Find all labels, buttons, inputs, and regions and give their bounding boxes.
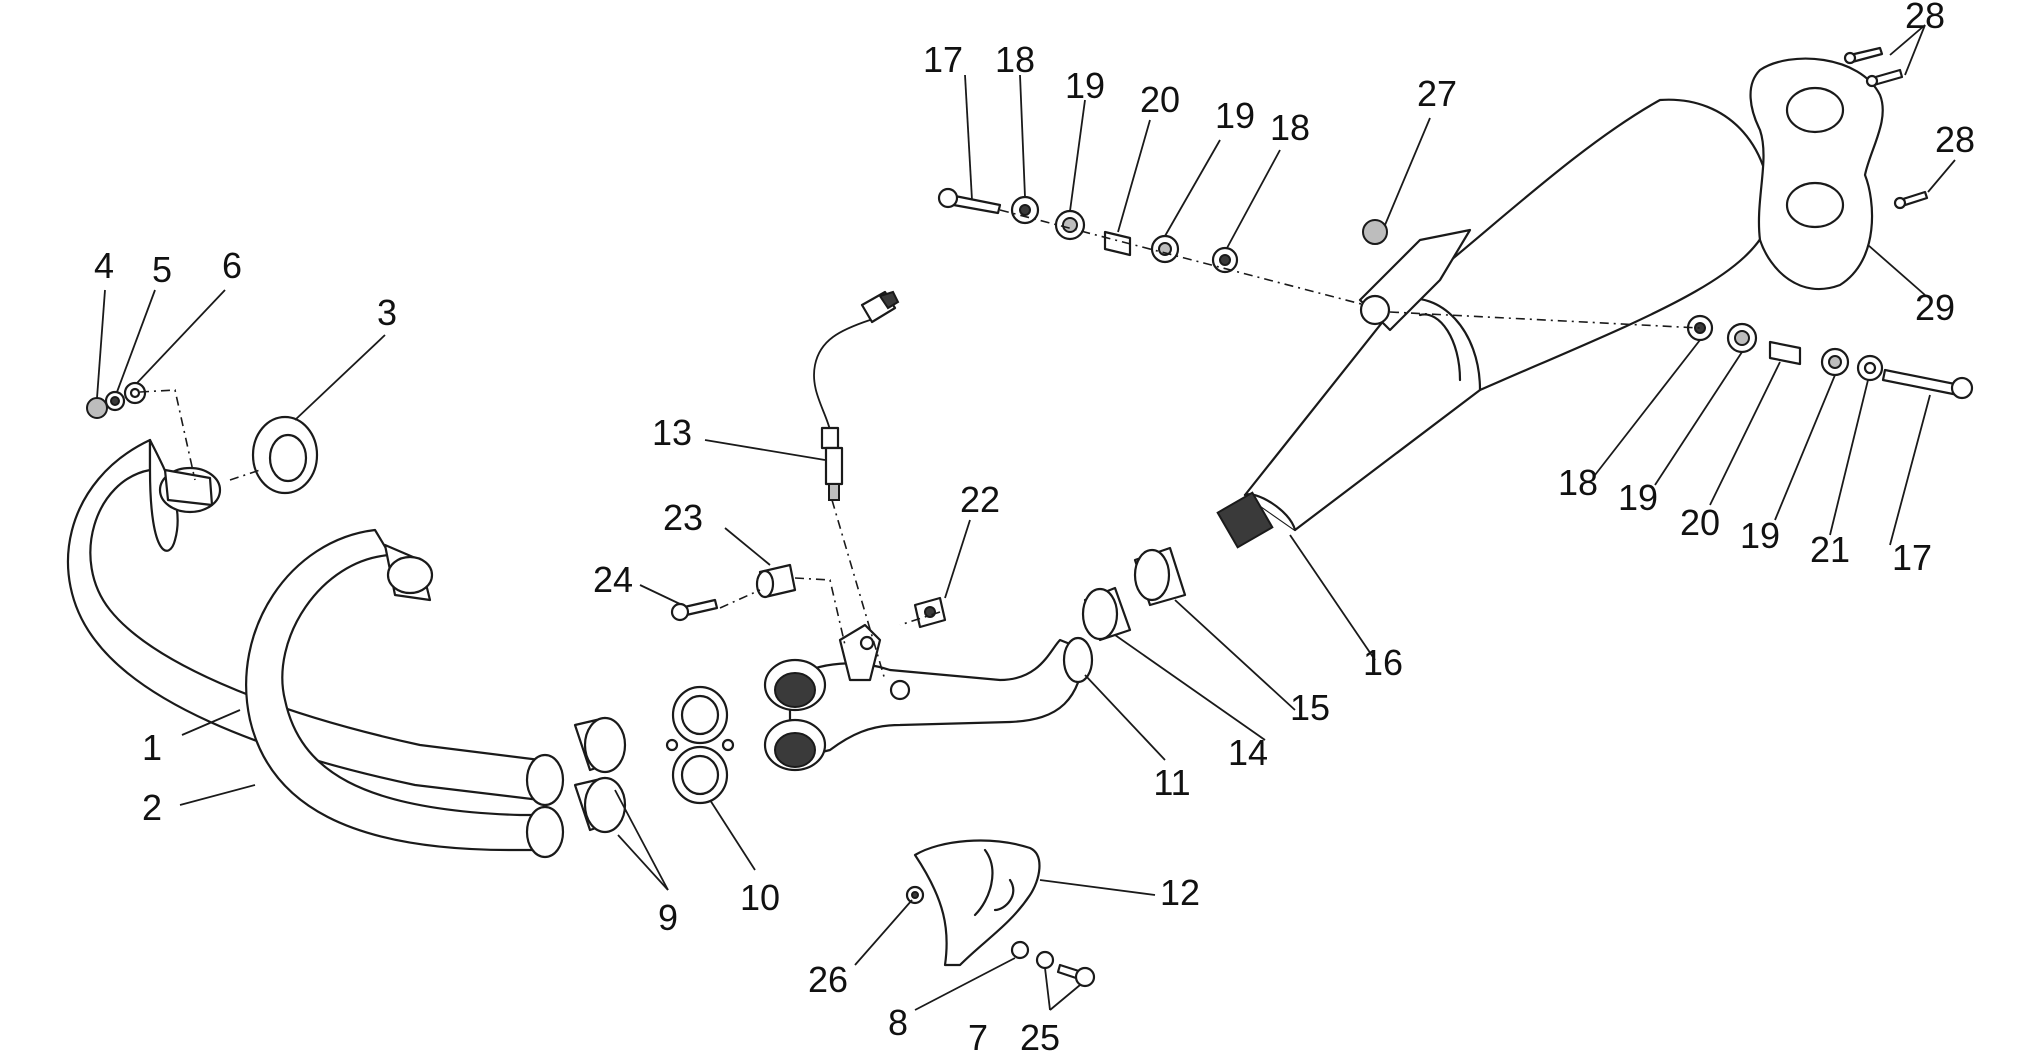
collector-11 xyxy=(763,623,1094,772)
callout-19c: 19 xyxy=(1618,477,1658,518)
assembly-lines xyxy=(139,209,1701,681)
callout-14: 14 xyxy=(1228,732,1268,773)
callout-28a: 28 xyxy=(1905,0,1945,36)
callout-1: 1 xyxy=(142,727,162,768)
callout-11: 11 xyxy=(1153,762,1190,803)
callout-10: 10 xyxy=(740,877,780,918)
callout-23: 23 xyxy=(663,497,703,538)
nut-22 xyxy=(913,596,947,629)
callout-4: 4 xyxy=(94,245,114,286)
mount-hardware-upper xyxy=(937,187,1239,274)
callout-19a: 19 xyxy=(1065,65,1105,106)
callout-18b: 18 xyxy=(1270,107,1310,148)
callout-6: 6 xyxy=(222,245,242,286)
callout-25: 25 xyxy=(1020,1017,1060,1057)
washer-5 xyxy=(104,390,126,412)
gasket-3 xyxy=(251,415,319,495)
washer-26 xyxy=(905,885,925,905)
bracket-27 xyxy=(1358,219,1472,332)
callout-20b: 20 xyxy=(1680,502,1720,543)
callout-7: 7 xyxy=(968,1017,988,1057)
callout-5: 5 xyxy=(152,249,172,290)
header-flange xyxy=(158,466,434,595)
screw-25 xyxy=(1056,963,1096,988)
washer-6 xyxy=(123,381,147,405)
callout-13: 13 xyxy=(652,412,692,453)
callout-29: 29 xyxy=(1915,287,1955,328)
callout-9: 9 xyxy=(658,897,678,938)
sleeve-15 xyxy=(1133,546,1187,607)
callout-28b: 28 xyxy=(1935,119,1975,160)
callout-15: 15 xyxy=(1290,687,1330,728)
callout-19d: 19 xyxy=(1740,515,1780,556)
callout-21: 21 xyxy=(1810,529,1850,570)
clamp-10 xyxy=(665,685,735,805)
callout-8: 8 xyxy=(888,1002,908,1043)
screws-28 xyxy=(1843,46,1929,210)
sleeve-9 xyxy=(573,716,627,834)
lambda-sensor-13 xyxy=(813,290,900,501)
silencer-16 xyxy=(1216,98,1772,549)
mount-hardware-lower xyxy=(1686,314,1974,400)
header-pipe-ends xyxy=(525,753,565,859)
callout-12: 12 xyxy=(1160,872,1200,913)
callout-16: 16 xyxy=(1363,642,1403,683)
end-cap-29 xyxy=(1749,57,1884,291)
callout-17a: 17 xyxy=(923,39,963,80)
callout-19b: 19 xyxy=(1215,95,1255,136)
spacer-23 xyxy=(755,563,797,599)
callout-3: 3 xyxy=(377,292,397,333)
callout-18a: 18 xyxy=(995,39,1035,80)
callout-18c: 18 xyxy=(1558,462,1598,503)
washer-8 xyxy=(1010,940,1030,960)
callout-27: 27 xyxy=(1417,73,1457,114)
callout-17b: 17 xyxy=(1892,537,1932,578)
callout-labels: 1 2 3 4 5 6 7 8 9 10 11 12 13 14 15 16 1… xyxy=(94,0,1975,1057)
callout-22: 22 xyxy=(960,479,1000,520)
callout-26: 26 xyxy=(808,959,848,1000)
leader-lines xyxy=(96,24,1956,1011)
callout-2: 2 xyxy=(142,787,162,828)
callout-20a: 20 xyxy=(1140,79,1180,120)
washer-7 xyxy=(1035,950,1055,970)
callout-24: 24 xyxy=(593,559,633,600)
heat-shield-12 xyxy=(913,839,1041,967)
clamp-14 xyxy=(1081,586,1132,642)
nut-4 xyxy=(86,397,108,419)
